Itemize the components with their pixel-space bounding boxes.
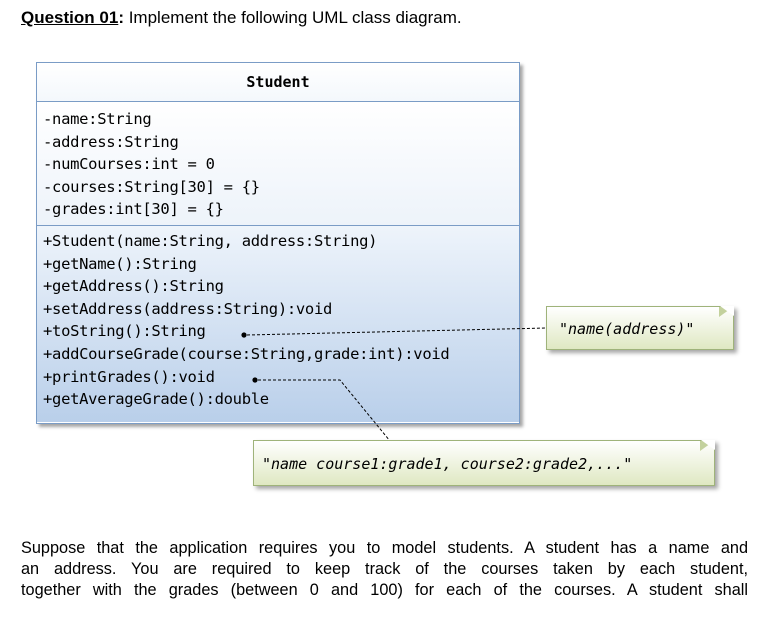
note-fold-cut <box>720 306 734 316</box>
attribute-address: -address:String <box>43 132 179 151</box>
paragraph-line: an address. You are required to keep tra… <box>21 560 748 578</box>
method-get-address: +getAddress():String <box>43 277 224 296</box>
attribute-name: -name:String <box>43 110 152 128</box>
method-to-string: +toString():String <box>43 322 206 341</box>
method-add-course-grade: +addCourseGrade(course:String,grade:int)… <box>43 344 450 363</box>
print-grades-dashed-line <box>258 379 391 442</box>
attribute-courses: -courses:String[30] = {} <box>43 177 260 196</box>
description-paragraph: Suppose that the application requires yo… <box>21 538 748 601</box>
method-get-average-grade: +getAverageGrade():double <box>43 390 269 409</box>
method-print-grades: +printGrades():void <box>43 367 215 386</box>
attribute-grades: -grades:int[30] = {} <box>43 200 224 219</box>
to-string-note-connector <box>241 327 547 338</box>
methods-compartment: +Student(name:String, address:String) +g… <box>37 226 519 422</box>
note-to-string: "name(address)" <box>546 306 734 350</box>
method-get-name: +getName():String <box>43 254 197 273</box>
to-string-dashed-line <box>246 327 547 336</box>
method-set-address: +setAddress(address:String):void <box>43 299 333 318</box>
question-text: Implement the following UML class diagra… <box>123 8 462 27</box>
note-print-grades: "name course1:grade1, course2:grade2,...… <box>253 440 715 486</box>
class-name: Student <box>37 63 519 102</box>
note-print-grades-text: "name course1:grade1, course2:grade2,...… <box>262 455 633 473</box>
paragraph-line: together with the grades (between 0 and … <box>21 581 748 599</box>
note-to-string-text: "name(address)" <box>559 320 695 338</box>
note-fold-cut <box>701 440 715 450</box>
question-colon: : <box>118 8 124 27</box>
attributes-compartment: -name:String -address:String -numCourses… <box>37 102 519 226</box>
attribute-num-courses: -numCourses:int = 0 <box>43 155 215 174</box>
print-grades-note-connector <box>252 377 391 442</box>
question-label: Question 01 <box>21 8 119 27</box>
to-string-anchor-dot <box>241 332 247 338</box>
print-grades-anchor-dot <box>252 377 258 383</box>
uml-class-student: Student -name:String -address:String -nu… <box>36 62 520 424</box>
method-constructor: +Student(name:String, address:String) <box>43 232 378 250</box>
question-heading: Question 01: Implement the following UML… <box>21 8 462 28</box>
paragraph-line: Suppose that the application requires yo… <box>21 539 748 557</box>
